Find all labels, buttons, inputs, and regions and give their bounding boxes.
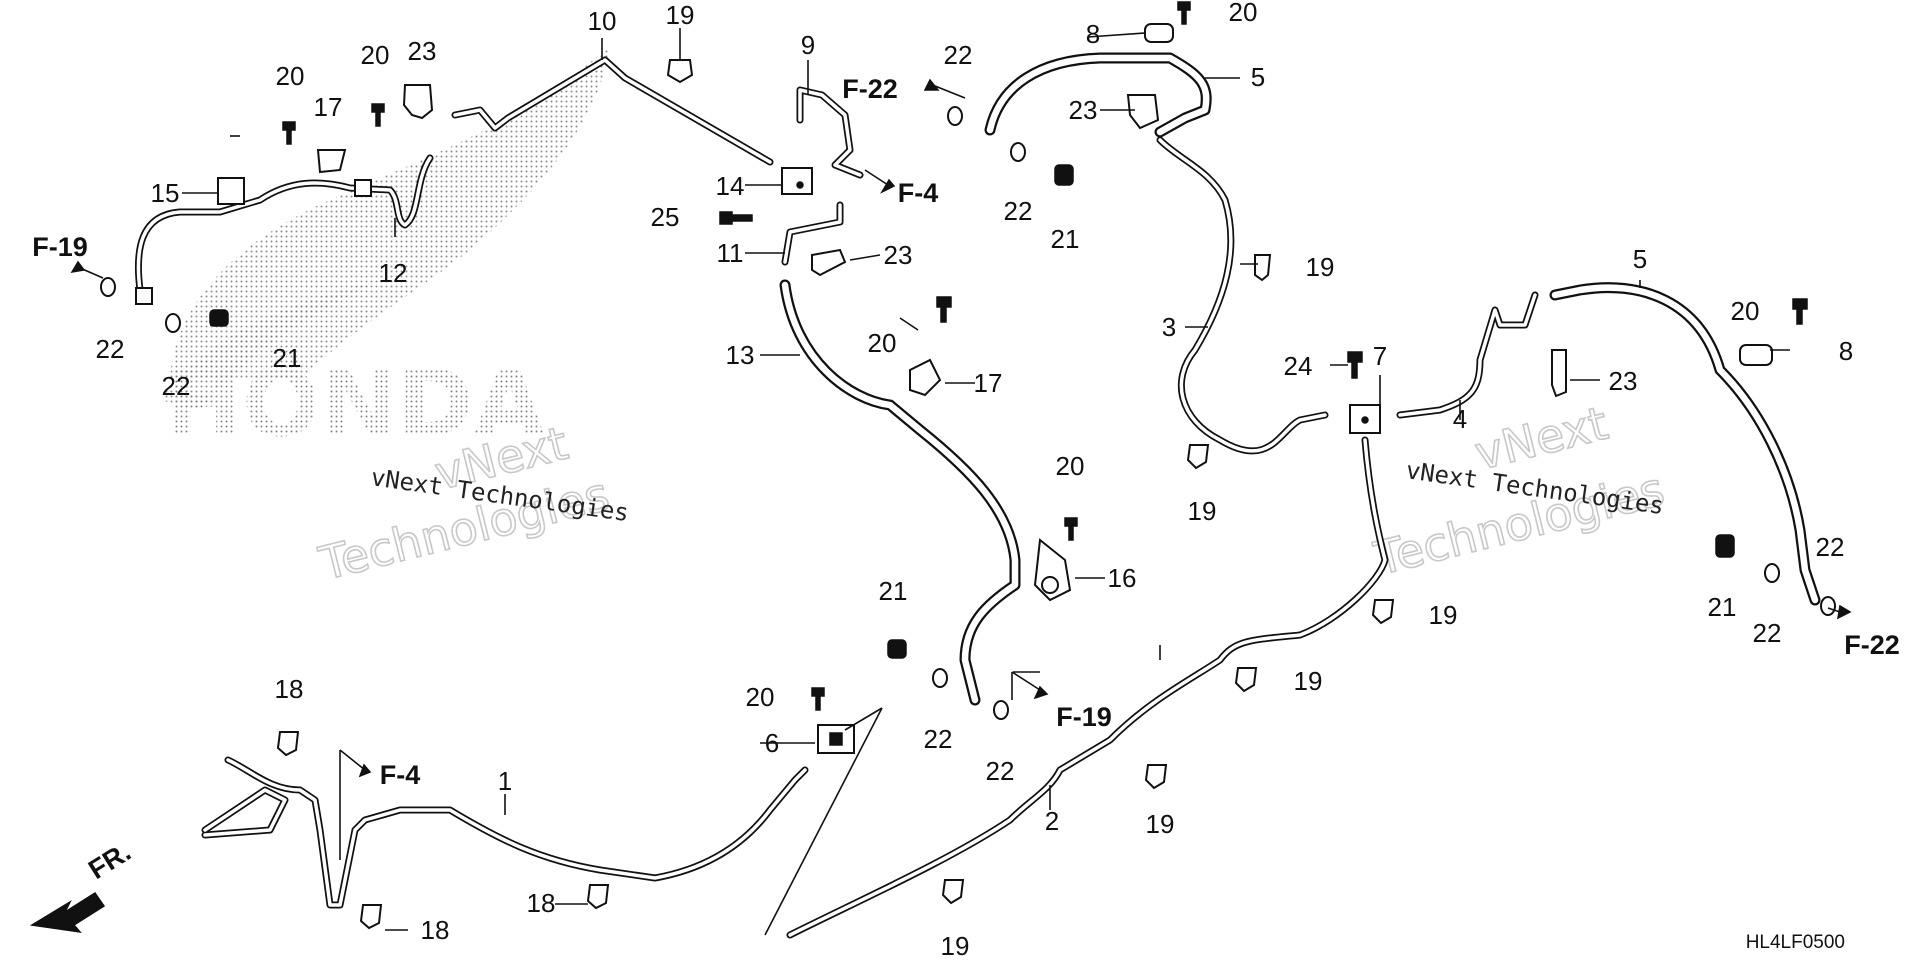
part-label-19: 19 — [1429, 600, 1458, 630]
part-label-21: 21 — [273, 343, 302, 373]
part-label-5: 5 — [1633, 244, 1647, 274]
part-label-20: 20 — [276, 61, 305, 91]
front-direction-label: FR. — [83, 837, 136, 885]
part-label-19: 19 — [941, 931, 970, 960]
joint-7-icon — [1349, 404, 1381, 434]
part-label-1: 1 — [498, 766, 512, 796]
part-label-18: 18 — [275, 674, 304, 704]
part-label-21: 21 — [879, 576, 908, 606]
part-label-5: 5 — [1251, 62, 1265, 92]
pipe-4 — [1396, 291, 1539, 419]
part-label-20: 20 — [1229, 0, 1258, 27]
part-label-13: 13 — [726, 340, 755, 370]
part-label-22: 22 — [162, 371, 191, 401]
part-label-20: 20 — [868, 328, 897, 358]
part-label-19: 19 — [1188, 496, 1217, 526]
honda-logo-watermark: HONDA — [160, 45, 610, 457]
part-label-3: 3 — [1162, 312, 1176, 342]
bolt-20-icon — [282, 1, 1808, 711]
part-label-10: 10 — [588, 6, 617, 36]
part-label-23: 23 — [408, 36, 437, 66]
honda-wordmark-watermark: HONDA — [165, 350, 545, 457]
part-label-21: 21 — [1708, 592, 1737, 622]
part-label-19: 19 — [1146, 809, 1175, 839]
part-label-20: 20 — [746, 682, 775, 712]
hose-5-upper — [984, 52, 1212, 138]
part-label-12: 12 — [379, 258, 408, 288]
pipe-10 — [451, 56, 774, 166]
part-labels: 10 19 9 22 8 20 5 23 22 21 19 3 24 7 4 1… — [96, 0, 1854, 960]
part-label-22: 22 — [986, 756, 1015, 786]
part-label-25: 25 — [651, 202, 680, 232]
page-reference-f22: F-22 — [1844, 630, 1900, 660]
part-label-20: 20 — [1056, 451, 1085, 481]
part-label-14: 14 — [716, 171, 745, 201]
page-reference-f4: F-4 — [380, 760, 421, 790]
part-label-6: 6 — [765, 728, 779, 758]
hose-12-and-pipe-15 — [134, 154, 434, 305]
hose-13 — [779, 279, 1021, 706]
reference-arrows — [70, 78, 1852, 860]
clip-19-icon — [666, 59, 1395, 905]
part-label-9: 9 — [801, 30, 815, 60]
part-label-18: 18 — [421, 915, 450, 945]
part-label-15: 15 — [151, 178, 180, 208]
front-direction-arrow-icon — [29, 891, 106, 934]
page-reference-f19: F-19 — [32, 232, 88, 262]
pipe-1 — [201, 756, 809, 909]
part-label-22: 22 — [944, 40, 973, 70]
part-label-23: 23 — [1609, 366, 1638, 396]
part-label-4: 4 — [1453, 404, 1467, 434]
part-label-8: 8 — [1086, 19, 1100, 49]
hose-5-lower — [1549, 282, 1821, 606]
pipe-11 — [781, 201, 844, 266]
bolt-24-icon — [1347, 351, 1363, 379]
joint-14-icon — [781, 167, 813, 195]
clip-23-icon — [402, 84, 1567, 398]
part-label-11: 11 — [717, 238, 744, 268]
clip-18-icon — [276, 731, 610, 930]
page-reference-f19: F-19 — [1056, 702, 1112, 732]
pipe-2 — [786, 436, 1389, 939]
leader-lines — [182, 28, 1790, 936]
part-label-16: 16 — [1108, 563, 1137, 593]
bolt-21-icon — [209, 164, 1735, 659]
part-label-19: 19 — [1294, 666, 1323, 696]
page-reference-f22: F-22 — [842, 74, 898, 104]
clip-15-icon — [217, 177, 245, 205]
vnext-watermark-right: vNext Technologies vNext Technologies — [1368, 395, 1670, 587]
part-label-23: 23 — [884, 240, 913, 270]
part-label-22: 22 — [924, 724, 953, 754]
part-label-22: 22 — [1004, 196, 1033, 226]
diagram-code: HL4LF0500 — [1746, 932, 1845, 953]
part-label-2: 2 — [1045, 806, 1059, 836]
part-label-24: 24 — [1284, 351, 1313, 381]
part-label-22: 22 — [96, 334, 125, 364]
part-label-18: 18 — [527, 888, 556, 918]
pipe-9 — [796, 86, 864, 179]
part-label-20: 20 — [1731, 296, 1760, 326]
part-label-19: 19 — [666, 0, 695, 30]
part-label-17: 17 — [314, 92, 343, 122]
part-label-7: 7 — [1373, 341, 1387, 371]
bracket-16-icon — [1033, 538, 1072, 602]
part-label-22: 22 — [1753, 618, 1782, 648]
washer-22-icon — [100, 106, 1836, 720]
part-label-17: 17 — [974, 368, 1003, 398]
part-label-23: 23 — [1069, 95, 1098, 125]
part-label-19: 19 — [1306, 252, 1335, 282]
part-label-22: 22 — [1816, 532, 1845, 562]
clamp-17-icon — [316, 149, 942, 397]
page-reference-f4: F-4 — [898, 178, 939, 208]
bracket-6-icon — [817, 724, 855, 754]
part-label-21: 21 — [1051, 224, 1080, 254]
part-label-20: 20 — [361, 40, 390, 70]
bolt-25-icon — [719, 211, 753, 225]
part-label-8: 8 — [1839, 336, 1853, 366]
page-reference-labels: F-19 F-22 F-4 F-4 F-19 F-22 — [32, 74, 1900, 790]
pipe-3 — [1156, 136, 1329, 455]
